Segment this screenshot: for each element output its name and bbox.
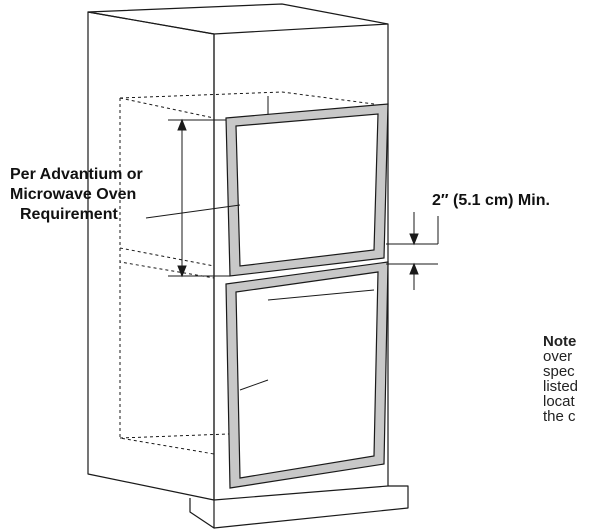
- note-line-4: locat: [543, 393, 575, 410]
- requirement-label-line2: Microwave Oven: [10, 186, 137, 203]
- cabinet-base-front: [213, 485, 409, 529]
- note-heading: Note: [543, 334, 576, 349]
- requirement-label-line3: Requirement: [20, 206, 118, 223]
- height-arrowhead-bottom: [177, 265, 187, 278]
- height-arrowhead-top: [177, 118, 187, 131]
- cabinet-base-left: [189, 498, 215, 529]
- note-line-5: the c: [543, 408, 576, 425]
- gap-arrowhead-bottom: [409, 262, 419, 275]
- cabinet-top: [87, 3, 389, 35]
- upper-opening-frame: [225, 103, 389, 277]
- cabinet-outline: [87, 3, 409, 529]
- note-line-2: spec: [543, 363, 575, 380]
- gap-arrowhead-top: [409, 233, 419, 246]
- lower-cavity-left-edge: [119, 248, 215, 455]
- height-dimension: [145, 118, 241, 278]
- upper-cavity-top-edge: [119, 91, 375, 105]
- gap-dimension: [386, 212, 439, 290]
- requirement-label-line1: Per Advantium or: [10, 166, 143, 183]
- min-gap-label: 2″ (5.1 cm) Min.: [432, 192, 550, 209]
- cabinet-side-panel: [87, 11, 215, 501]
- note-line-1: over: [543, 348, 573, 365]
- note-line-3: listed: [543, 378, 579, 395]
- note-heading-text: Note: [543, 333, 577, 350]
- lower-opening-frame: [225, 261, 389, 489]
